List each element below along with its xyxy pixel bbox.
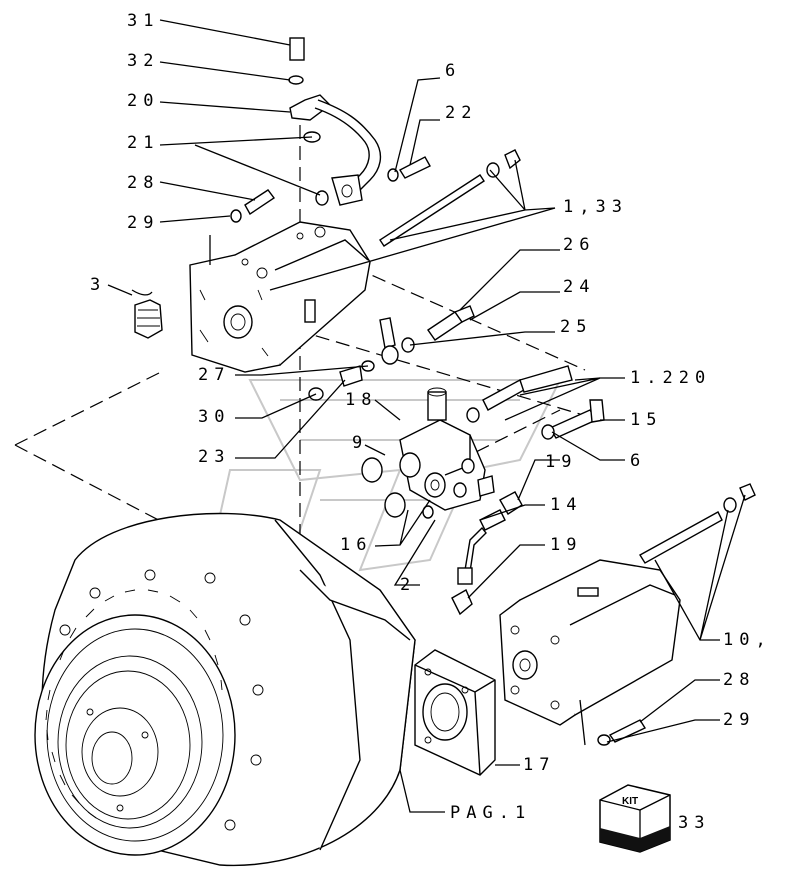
callout-28-upper: 28 [127,173,159,193]
callout-21: 21 [127,133,159,153]
leader-lines [107,19,746,813]
adapter-plate-part-17 [414,649,496,776]
callout-16: 16 [340,535,372,555]
callout-24: 24 [563,277,595,297]
callout-18: 18 [345,390,377,410]
page-reference-pag-1: PAG.1 [450,803,531,823]
callout-15: 15 [630,410,662,430]
callout-19-upper: 19 [545,452,577,472]
final-drive-housing [34,512,416,867]
callout-6-lower: 6 [630,451,646,471]
callout-27: 27 [198,365,230,385]
callout-26: 26 [563,235,595,255]
kit-label: KIT [622,796,638,807]
callout-29-lower: 29 [723,710,755,730]
valve-block-part-18 [361,365,605,519]
fittings-24-25-26 [308,305,475,401]
callout-25: 25 [560,317,592,337]
callout-2: 2 [400,575,416,595]
callout-30: 30 [198,407,230,427]
callout-31: 31 [127,11,159,31]
kit-box-icon: KIT [599,784,671,853]
drive-gear-part-3 [131,289,163,339]
callout-33: 33 [678,813,710,833]
callout-9: 9 [352,433,368,453]
callout-labels: 31 32 20 21 28 29 3 6 22 1,33 26 24 25 2… [90,11,772,833]
fasteners-upper [230,149,521,247]
upper-gear-pump [189,221,371,373]
callout-1-220: 1.220 [630,368,711,388]
callout-1-33: 1,33 [563,197,628,217]
callout-23: 23 [198,447,230,467]
callout-28-lower: 28 [723,670,755,690]
callout-22: 22 [445,103,477,123]
callout-6-upper: 6 [445,61,461,81]
callout-17: 17 [523,755,555,775]
callout-14: 14 [550,495,582,515]
upper-pipe-assembly [288,37,382,206]
callout-20: 20 [127,91,159,111]
callout-10: 10, [723,630,772,650]
callout-29-upper: 29 [127,213,159,233]
callout-19-lower: 19 [550,535,582,555]
lower-gear-pump [499,483,756,746]
callout-32: 32 [127,51,159,71]
callout-3: 3 [90,275,106,295]
